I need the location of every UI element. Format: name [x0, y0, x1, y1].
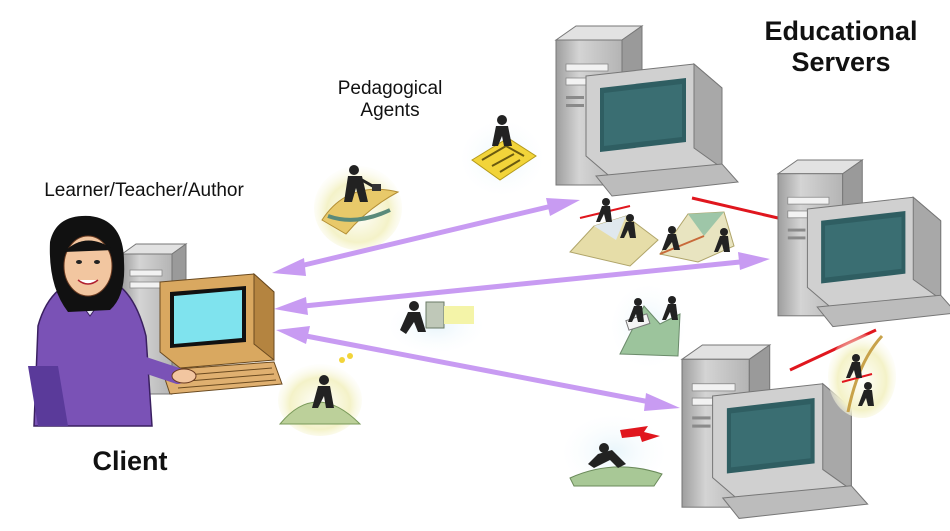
servers-title-line2: Servers — [791, 47, 891, 78]
client-computer-icon — [120, 243, 283, 395]
server-right — [777, 159, 950, 328]
servers-title-line1: Educational — [764, 16, 918, 46]
agent-climber-icon — [569, 198, 659, 267]
agent-mountain-icon — [612, 286, 684, 366]
agent-runner-icon — [390, 300, 482, 352]
client-person-icon — [28, 215, 197, 427]
server-link-upper — [691, 196, 779, 220]
agent-climber-hill-icon — [278, 353, 362, 436]
agents-label: Pedagogical Agents — [300, 78, 480, 122]
client-role-label: Learner/Teacher/Author — [44, 180, 244, 201]
agent-businessman-icon — [314, 165, 402, 250]
agents-label-line2: Agents — [360, 99, 420, 121]
agent-chart-icon — [659, 211, 735, 263]
agent-leaper-icon — [564, 416, 664, 488]
servers-title: Educational Servers — [736, 16, 946, 78]
agent-climbing-wall-icon — [828, 334, 896, 418]
agents-label-line1: Pedagogical — [337, 78, 443, 99]
arrow-client-to-server-top — [272, 198, 580, 276]
server-top — [555, 25, 739, 197]
agent-maze-icon — [462, 115, 542, 194]
arrow-client-to-server-right — [274, 252, 770, 315]
arrow-client-to-server-bottom — [276, 326, 680, 411]
client-title: Client — [92, 446, 168, 476]
